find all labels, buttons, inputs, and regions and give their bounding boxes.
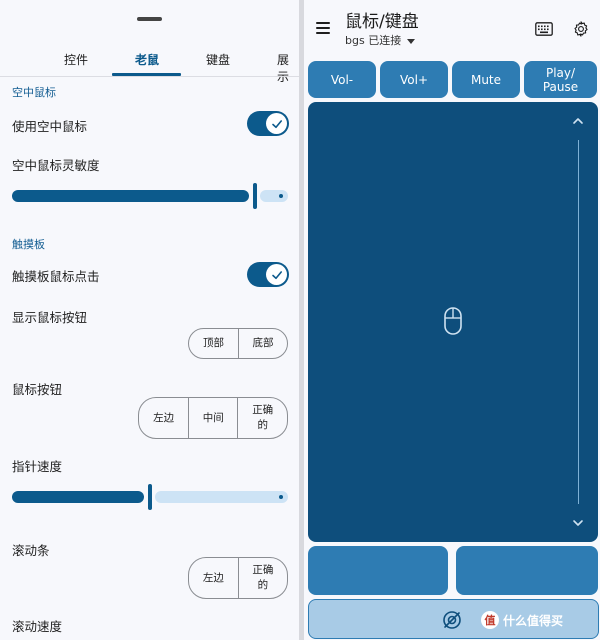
show-mouse-buttons-segmented: 顶部 底部 — [188, 328, 288, 359]
option-top[interactable]: 顶部 — [202, 337, 224, 349]
mouse-buttons-segmented: 左边 中间 正确的 — [138, 397, 288, 439]
air-mouse-icon[interactable] — [442, 610, 462, 630]
pointer-speed-slider[interactable] — [12, 484, 288, 510]
check-icon — [271, 119, 282, 128]
tab-display[interactable]: 展示 — [277, 53, 290, 84]
slider-end-dot — [279, 194, 283, 198]
left-click-button[interactable] — [308, 546, 448, 595]
watermark-badge: 值 — [481, 611, 499, 629]
volume-up-button[interactable]: Vol+ — [380, 61, 448, 98]
media-controls: Vol- Vol+ Mute Play/ Pause — [308, 61, 600, 98]
section-air-mouse: 空中鼠标 — [12, 86, 56, 99]
connection-status[interactable]: bgs 已连接 — [345, 32, 416, 48]
slider-thumb[interactable] — [253, 183, 257, 209]
settings-tabs: 控件 老鼠 键盘 展示 — [0, 44, 299, 84]
tab-controls[interactable]: 控件 — [64, 53, 89, 67]
touchpad-click-toggle[interactable] — [247, 262, 289, 287]
option-right[interactable]: 正确的 — [237, 398, 287, 438]
active-tab-indicator — [112, 73, 181, 76]
mouse-icon — [444, 307, 462, 335]
air-mouse-toggle[interactable] — [247, 111, 289, 136]
chevron-down-icon — [407, 38, 416, 44]
show-mouse-buttons-label: 显示鼠标按钮 — [12, 310, 88, 325]
option-right[interactable]: 正确的 — [237, 558, 287, 598]
option-left[interactable]: 左边 — [202, 571, 224, 584]
pane-divider — [299, 0, 304, 640]
check-icon — [271, 270, 282, 279]
page-title: 鼠标/键盘 — [345, 12, 419, 32]
touchpad-click-label: 触摸板鼠标点击 — [12, 269, 100, 284]
scroll-speed-label: 滚动速度 — [12, 619, 63, 634]
watermark-text: 什么值得买 — [503, 613, 564, 628]
toggle-knob — [266, 113, 287, 134]
slider-filled-track — [12, 491, 144, 503]
slider-thumb[interactable] — [148, 484, 152, 510]
air-mouse-label: 使用空中鼠标 — [12, 119, 88, 134]
menu-icon[interactable] — [316, 22, 330, 34]
option-left[interactable]: 左边 — [153, 411, 175, 424]
keyboard-icon[interactable] — [535, 22, 553, 36]
pointer-speed-label: 指针速度 — [12, 459, 63, 474]
volume-down-button[interactable]: Vol- — [308, 61, 376, 98]
air-mouse-sensitivity-label: 空中鼠标灵敏度 — [12, 158, 100, 173]
mute-button[interactable]: Mute — [452, 61, 520, 98]
touchpad-area[interactable] — [308, 102, 598, 542]
bottom-action-bar[interactable]: 值 什么值得买 — [308, 599, 599, 639]
option-bottom[interactable]: 底部 — [237, 329, 287, 358]
slider-end-dot — [279, 495, 283, 499]
scrollbar-label: 滚动条 — [12, 543, 50, 558]
watermark: 值 什么值得买 — [481, 611, 563, 629]
remote-panel: 鼠标/键盘 bgs 已连接 Vol- Vol+ Mute Play/ Pause — [304, 0, 600, 640]
drag-handle[interactable] — [137, 17, 162, 21]
tabs-divider — [0, 76, 299, 77]
scroll-down-icon[interactable] — [572, 518, 584, 528]
gear-icon[interactable] — [572, 20, 590, 38]
tab-keyboard[interactable]: 键盘 — [206, 53, 231, 67]
mouse-buttons-label: 鼠标按钮 — [12, 382, 63, 397]
scrollbar-segmented: 左边 正确的 — [188, 557, 288, 599]
play-pause-button[interactable]: Play/ Pause — [524, 61, 597, 98]
section-touchpad: 触摸板 — [12, 238, 45, 251]
option-middle[interactable]: 中间 — [188, 398, 237, 438]
slider-rest-track — [155, 491, 288, 503]
scroll-up-icon[interactable] — [572, 116, 584, 126]
connection-status-text: bgs 已连接 — [345, 34, 402, 47]
toggle-knob — [266, 264, 287, 285]
air-mouse-sensitivity-slider[interactable] — [12, 183, 288, 209]
right-click-button[interactable] — [456, 546, 598, 595]
tab-mouse[interactable]: 老鼠 — [135, 53, 160, 67]
slider-rest-track — [260, 190, 288, 202]
scroll-track[interactable] — [578, 140, 579, 504]
settings-sheet: 控件 老鼠 键盘 展示 空中鼠标 使用空中鼠标 空中鼠标灵敏度 触摸板 触摸板鼠… — [0, 0, 299, 640]
slider-filled-track — [12, 190, 249, 202]
